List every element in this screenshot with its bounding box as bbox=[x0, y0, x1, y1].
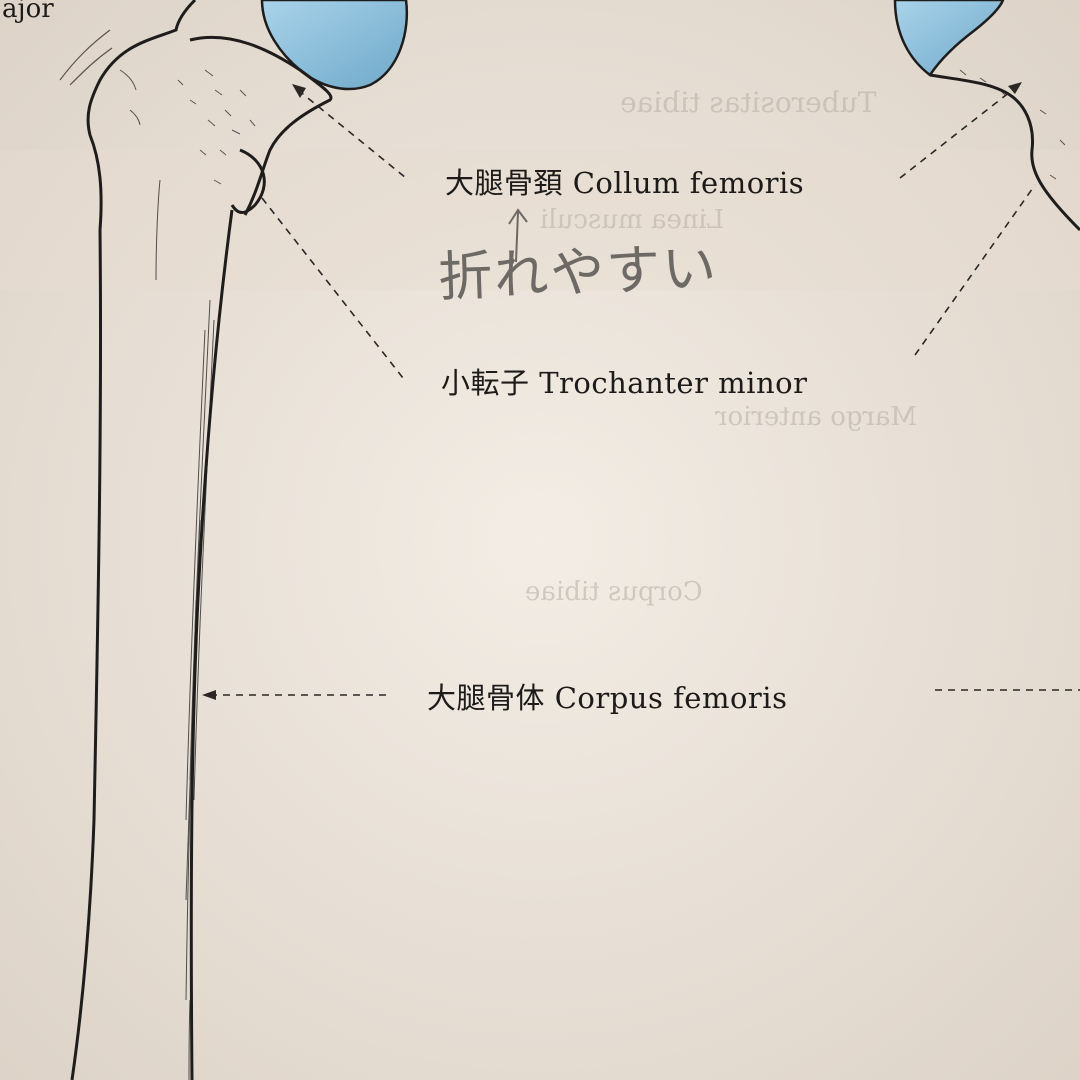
paper-shadow-band bbox=[0, 150, 1080, 290]
femoral-head bbox=[260, 0, 409, 91]
cropped-label-fragment: ajor bbox=[2, 0, 54, 24]
shaft-hatching bbox=[155, 179, 215, 1080]
showthrough-tuberositas: Tuberositas tibiae bbox=[620, 86, 877, 119]
shaft-medial-edge bbox=[189, 209, 234, 1080]
arrowhead-tibia bbox=[1008, 82, 1022, 94]
shaft-lateral-edge bbox=[70, 229, 103, 1080]
trochanter-texture bbox=[119, 69, 256, 185]
femoral-neck-outline bbox=[189, 35, 333, 216]
showthrough-margo: Margo anterior bbox=[715, 402, 918, 432]
label-trochanter-minor: 小転子 Trochanter minor bbox=[441, 366, 808, 400]
leader-tibia-upper bbox=[899, 87, 1016, 179]
tibia-drawing bbox=[893, 0, 1080, 232]
label-collum-femoris: 大腿骨頚 Collum femoris bbox=[445, 166, 805, 200]
leader-tibia-lower bbox=[914, 184, 1036, 356]
leader-collum-femoris bbox=[297, 89, 407, 179]
leader-lines bbox=[210, 87, 1080, 696]
tibial-cartilage bbox=[893, 0, 1005, 77]
showthrough-corpus-tibiae: Corpus tibiae bbox=[525, 577, 703, 607]
femur-drawing bbox=[59, 0, 409, 1080]
pencil-arrow bbox=[508, 208, 528, 263]
arrowhead-collum bbox=[292, 84, 306, 98]
greater-trochanter-outline bbox=[86, 0, 197, 231]
lesser-trochanter-outline bbox=[230, 148, 266, 214]
handwritten-note: 折れやすい bbox=[437, 236, 720, 309]
label-corpus-femoris: 大腿骨体 Corpus femoris bbox=[427, 681, 788, 715]
tibia-outline bbox=[929, 73, 1080, 232]
arrowhead-corpus bbox=[202, 690, 216, 700]
